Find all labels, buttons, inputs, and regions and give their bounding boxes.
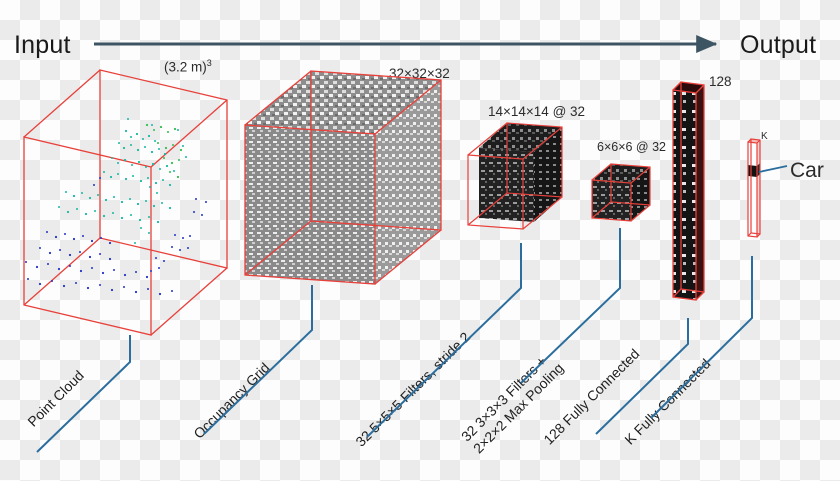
- dim-label-point-cloud-text: (3.2 m): [164, 59, 207, 75]
- dim-label-point-cloud-sup: 3: [206, 58, 212, 68]
- stage-fc128: [595, 81, 705, 435]
- stage-fck: [650, 138, 788, 419]
- dim-label-conv1: 14×14×14 @ 32: [488, 104, 586, 119]
- conv1-wireframe: [467, 122, 563, 230]
- leader-line-occupancy-grid: [203, 285, 313, 435]
- leader-line-conv1: [366, 243, 522, 438]
- input-label: Input: [14, 31, 71, 59]
- leader-line-fck: [650, 256, 753, 419]
- point-cloud-wireframe: [23, 69, 228, 336]
- point-cloud-points: [25, 118, 207, 296]
- occupancy-grid-wireframe: [244, 70, 442, 285]
- stage-occupancy-grid: [203, 70, 442, 435]
- fck-wireframe: [747, 138, 761, 238]
- dim-label-point-cloud: (3.2 m)3: [164, 58, 212, 75]
- dim-label-fc128: 128: [709, 74, 732, 89]
- fc128-wireframe: [672, 81, 705, 301]
- leader-line-fc128: [595, 318, 689, 435]
- fc128-body: [673, 82, 704, 300]
- stage-conv1: [366, 122, 563, 438]
- output-class-label: Car: [790, 159, 824, 182]
- dim-label-fck: K: [761, 131, 768, 142]
- occupancy-grid-voxels: [245, 71, 441, 284]
- fck-body: [748, 139, 760, 237]
- output-label: Output: [740, 31, 817, 59]
- conv2-wireframe: [591, 163, 651, 222]
- stage-conv2: [520, 163, 651, 384]
- stage-point-cloud: [23, 69, 228, 453]
- fck-activated-cell: [748, 165, 757, 177]
- leader-line-car: [758, 165, 788, 173]
- leader-line-point-cloud: [36, 335, 131, 453]
- leader-line-conv2: [520, 228, 621, 384]
- dim-label-conv2: 6×6×6 @ 32: [597, 140, 666, 154]
